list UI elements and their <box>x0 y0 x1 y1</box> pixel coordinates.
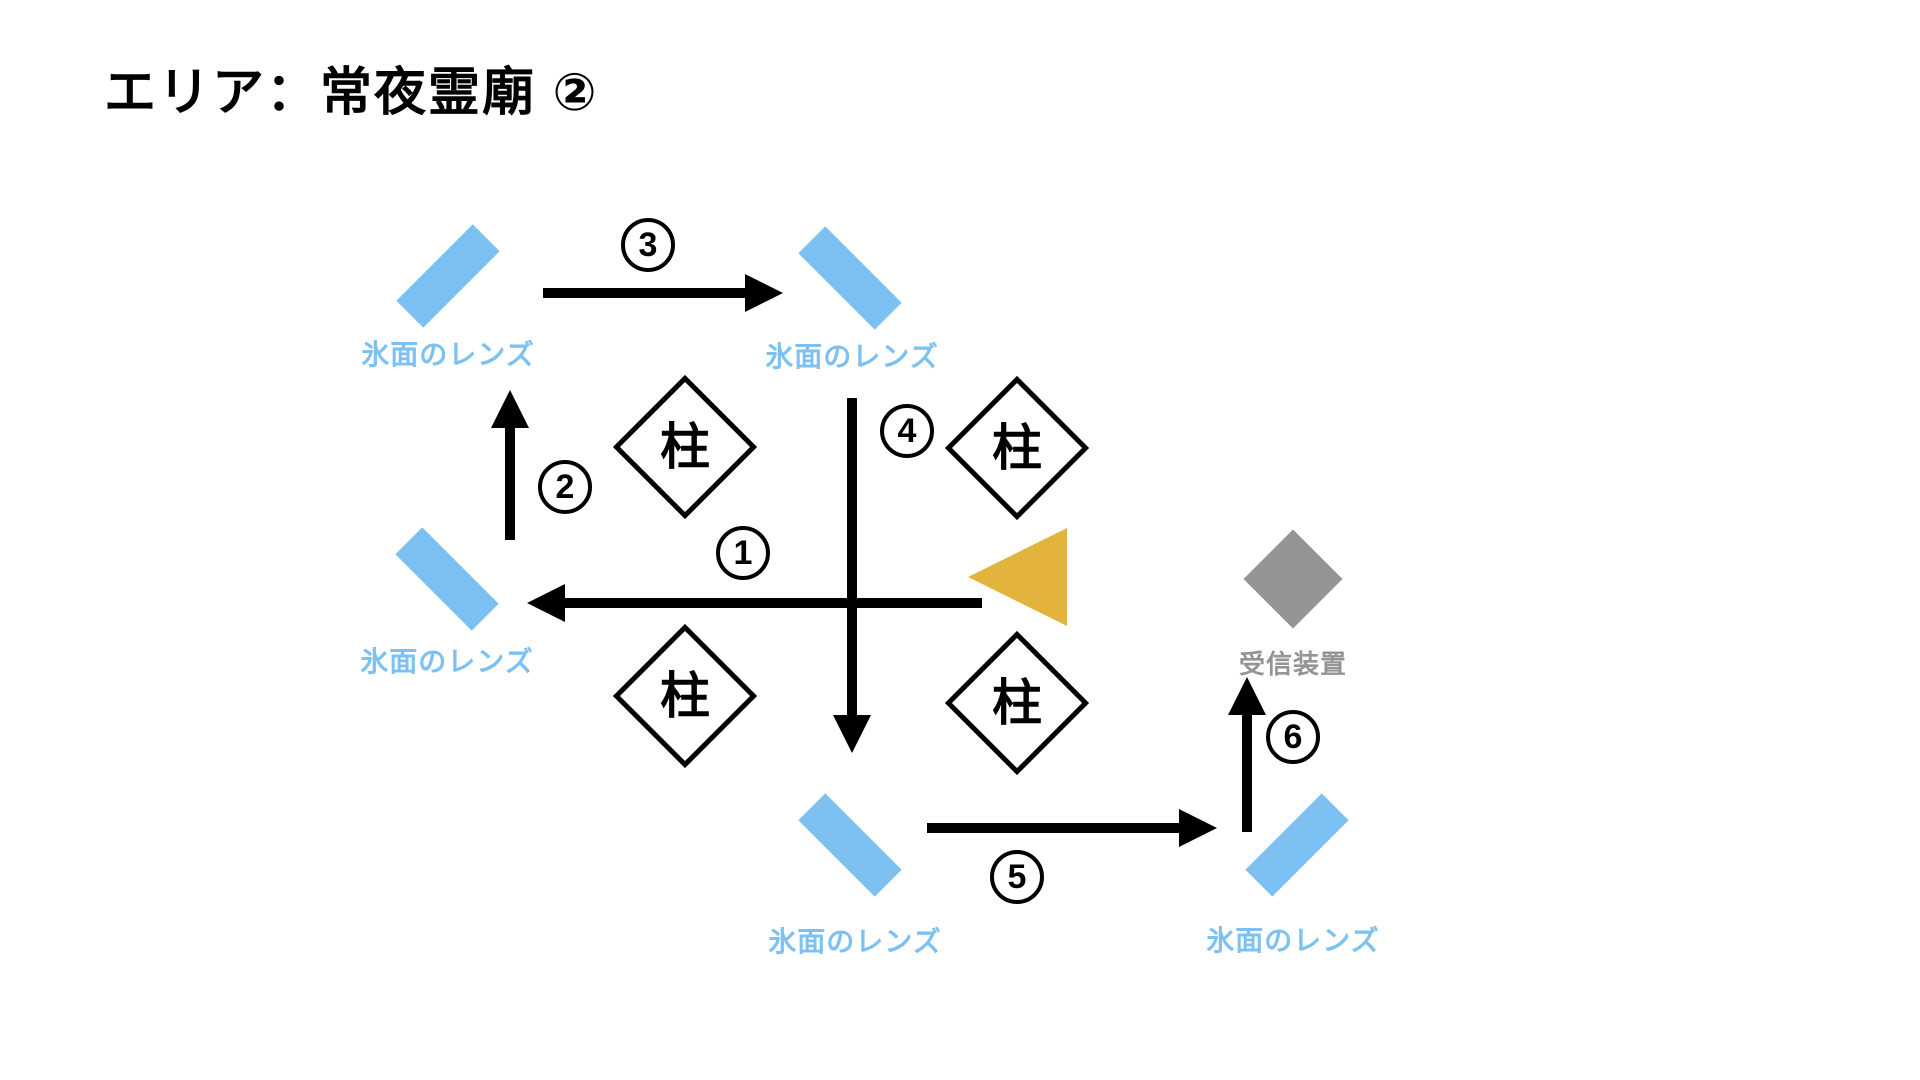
area-title: エリア：常夜霊廟 ② <box>104 64 599 122</box>
step-4-badge: 4 <box>880 404 934 458</box>
pillar-label: 柱 <box>992 420 1042 476</box>
pillar-bottom-left: 柱 <box>612 623 758 769</box>
arrow-5-line <box>927 823 1182 833</box>
arrow-3-line <box>543 288 748 298</box>
beam-source-triangle-icon <box>968 528 1067 626</box>
lens-middle-left <box>395 527 499 631</box>
pillar-top-left: 柱 <box>612 374 758 520</box>
pillar-top-right: 柱 <box>944 375 1090 521</box>
pillar-label: 柱 <box>660 668 710 724</box>
step-3-badge: 3 <box>621 218 675 272</box>
step-2-badge: 2 <box>538 460 592 514</box>
step-6-badge: 6 <box>1266 710 1320 764</box>
receiver-diamond <box>1243 529 1343 629</box>
arrow-4-line <box>847 398 857 718</box>
arrow-3-head-right-icon <box>745 274 783 312</box>
pillar-label: 柱 <box>660 419 710 475</box>
pillar-bottom-right: 柱 <box>944 630 1090 776</box>
arrow-1-head-left-icon <box>527 584 565 622</box>
lens-label-bottom-middle: 氷面のレンズ <box>768 926 942 957</box>
lens-label-bottom-right: 氷面のレンズ <box>1206 925 1380 956</box>
arrow-6-head-up-icon <box>1228 677 1266 715</box>
pillar-label: 柱 <box>992 675 1042 731</box>
arrow-4-head-down-icon <box>833 715 871 753</box>
lens-top-left <box>396 224 500 328</box>
arrow-2-head-up-icon <box>491 390 529 428</box>
step-1-badge: 1 <box>716 526 770 580</box>
arrow-2-line <box>505 425 515 540</box>
lens-label-top-middle: 氷面のレンズ <box>765 341 939 372</box>
arrow-6-line <box>1242 712 1252 832</box>
lens-label-top-left: 氷面のレンズ <box>361 339 535 370</box>
arrow-5-head-right-icon <box>1179 809 1217 847</box>
lens-bottom-right <box>1245 793 1349 897</box>
lens-top-middle <box>798 226 902 330</box>
step-5-badge: 5 <box>990 850 1044 904</box>
lens-label-middle-left: 氷面のレンズ <box>360 646 534 677</box>
arrow-1-line <box>560 598 982 608</box>
receiver-label: 受信装置 <box>1238 649 1347 679</box>
lens-bottom-middle <box>798 793 902 897</box>
